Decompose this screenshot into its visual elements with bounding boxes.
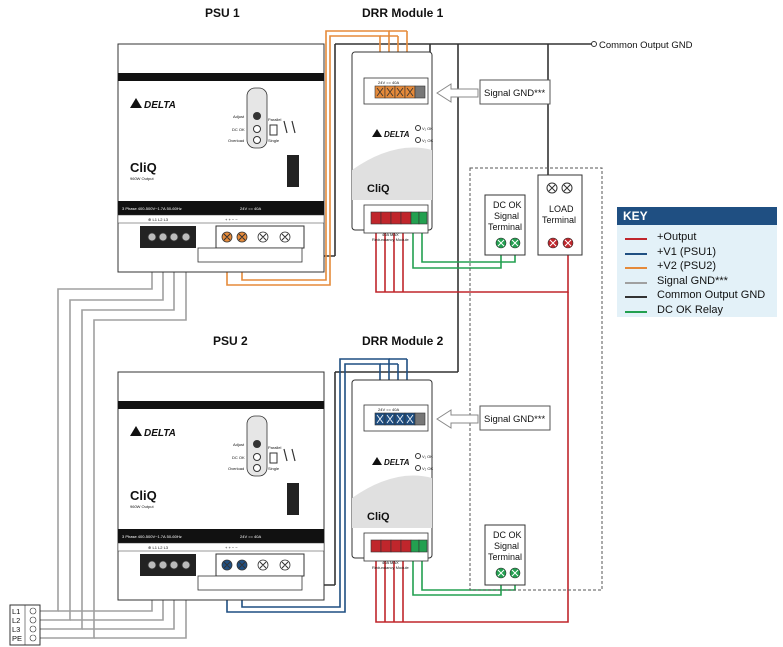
- svg-text:⊕ L1 L2 L3: ⊕ L1 L2 L3: [148, 217, 169, 222]
- dcok-terminal-2: DC OK Signal Terminal: [484, 524, 526, 586]
- psu2-title: PSU 2: [213, 334, 248, 348]
- mains-pe: PE: [12, 634, 22, 643]
- svg-text:Adjust: Adjust: [233, 114, 245, 119]
- psu2-brand: DELTA: [144, 428, 176, 439]
- svg-text:960W Output: 960W Output: [130, 504, 154, 509]
- svg-text:CliQ: CliQ: [367, 183, 390, 195]
- signal-gnd-callout-1: Signal GND***: [436, 79, 551, 105]
- psu1-clix: CliQ: [130, 160, 157, 175]
- svg-text:Signal GND***: Signal GND***: [484, 414, 546, 425]
- svg-text:3 Phase 400-500V~1.7A 50-60Hz: 3 Phase 400-500V~1.7A 50-60Hz: [122, 534, 182, 539]
- svg-text:960W Output: 960W Output: [130, 176, 154, 181]
- svg-text:24V == 40A: 24V == 40A: [240, 534, 261, 539]
- svg-text:LOAD: LOAD: [549, 204, 574, 214]
- mains-input: L1 L2 L3 PE: [9, 604, 41, 646]
- svg-text:+ + − −: + + − −: [225, 217, 238, 222]
- mains-l2: L2: [12, 616, 20, 625]
- psu2-unit: DELTA Adjust DC OK Overload Parallel Sin…: [117, 371, 325, 601]
- common-gnd-label: Common Output GND: [599, 40, 693, 51]
- psu2-parallel-switch[interactable]: [269, 452, 278, 464]
- signal-gnd-callout-2: Signal GND***: [436, 405, 551, 431]
- svg-text:Signal GND***: Signal GND***: [484, 88, 546, 99]
- psu1-l1-terminal[interactable]: [158, 232, 168, 242]
- svg-text:Single: Single: [268, 466, 280, 471]
- svg-text:40A MAX: 40A MAX: [382, 232, 399, 237]
- svg-text:Redundancy Module: Redundancy Module: [372, 565, 409, 570]
- svg-text:V₁ OK: V₁ OK: [422, 454, 433, 459]
- key-item-v1: +V1 (PSU1): [617, 246, 777, 261]
- svg-text:3 Phase 400-500V~1.7A 50-60Hz: 3 Phase 400-500V~1.7A 50-60Hz: [122, 206, 182, 211]
- key-item-signal-gnd: Signal GND***: [617, 275, 777, 290]
- svg-text:V₁ OK: V₁ OK: [422, 126, 433, 131]
- svg-text:Terminal: Terminal: [542, 215, 576, 225]
- key-item-common-gnd: Common Output GND: [617, 289, 777, 304]
- svg-text:Parallel: Parallel: [268, 117, 281, 122]
- svg-text:40A MAX: 40A MAX: [382, 560, 399, 565]
- svg-text:CliQ: CliQ: [367, 511, 390, 523]
- svg-text:24V == 40A: 24V == 40A: [378, 407, 399, 412]
- key-legend: KEY +Output +V1 (PSU1) +V2 (PSU2) Signal…: [617, 207, 777, 317]
- common-gnd-terminal: [591, 41, 597, 47]
- drr1-title: DRR Module 1: [362, 6, 444, 20]
- drr2-unit: 24V == 40A DELTA V₁ OK V₂ OK CliQ 40A MA…: [351, 379, 433, 570]
- psu2-pe-terminal[interactable]: [147, 560, 157, 570]
- common-gnd-wires: [300, 43, 592, 586]
- svg-text:V₂ OK: V₂ OK: [422, 138, 433, 143]
- svg-text:⊕ L1 L2 L3: ⊕ L1 L2 L3: [148, 545, 169, 550]
- psu1-l3-terminal[interactable]: [181, 232, 191, 242]
- psu1-title: PSU 1: [205, 6, 240, 20]
- dcok-wires: [412, 232, 516, 596]
- key-item-output: +Output: [617, 231, 777, 246]
- svg-text:DELTA: DELTA: [384, 130, 410, 139]
- svg-text:DC OK: DC OK: [232, 127, 245, 132]
- svg-text:24V == 40A: 24V == 40A: [240, 206, 261, 211]
- svg-text:DC OK: DC OK: [493, 530, 522, 540]
- svg-text:Signal: Signal: [494, 211, 519, 221]
- svg-text:Parallel: Parallel: [268, 445, 281, 450]
- svg-text:24V == 40A: 24V == 40A: [378, 80, 399, 85]
- svg-text:+ + − −: + + − −: [225, 545, 238, 550]
- svg-text:DELTA: DELTA: [384, 458, 410, 467]
- psu2-l3-terminal[interactable]: [181, 560, 191, 570]
- psu1-l2-terminal[interactable]: [169, 232, 179, 242]
- drr2-title: DRR Module 2: [362, 334, 444, 348]
- svg-text:V₂ OK: V₂ OK: [422, 466, 433, 471]
- psu2-l1-terminal[interactable]: [158, 560, 168, 570]
- psu1-unit: DELTA Adjust DC OK Overload Parallel Sin…: [117, 43, 325, 273]
- psu2-clix: CliQ: [130, 488, 157, 503]
- svg-text:DC OK: DC OK: [232, 455, 245, 460]
- svg-text:Overload: Overload: [228, 138, 244, 143]
- load-enclosure: [469, 167, 603, 591]
- svg-text:Adjust: Adjust: [233, 442, 245, 447]
- key-item-v2: +V2 (PSU2): [617, 260, 777, 275]
- svg-text:Redundancy Module: Redundancy Module: [372, 237, 409, 242]
- psu2-adjust-knob[interactable]: [253, 440, 261, 448]
- dcok-terminal-1: DC OK Signal Terminal: [484, 194, 526, 256]
- mains-l3: L3: [12, 625, 20, 634]
- mains-l1: L1: [12, 607, 20, 616]
- psu2-l2-terminal[interactable]: [169, 560, 179, 570]
- svg-text:Overload: Overload: [228, 466, 244, 471]
- load-terminal: LOAD Terminal: [537, 174, 583, 256]
- psu1-pe-terminal[interactable]: [147, 232, 157, 242]
- drr1-unit: 24V == 40A DELTA V₁ OK V₂ OK CliQ 40A MA…: [351, 51, 433, 242]
- svg-text:DC OK: DC OK: [493, 200, 522, 210]
- psu1-brand: DELTA: [144, 100, 176, 111]
- svg-text:Terminal: Terminal: [488, 222, 522, 232]
- output-wires: [375, 232, 569, 623]
- svg-text:Signal: Signal: [494, 541, 519, 551]
- psu1-adjust-knob[interactable]: [253, 112, 261, 120]
- svg-text:Terminal: Terminal: [488, 552, 522, 562]
- key-title: KEY: [617, 207, 777, 225]
- svg-text:Single: Single: [268, 138, 280, 143]
- key-item-dcok: DC OK Relay: [617, 304, 777, 319]
- psu1-parallel-switch[interactable]: [269, 124, 278, 136]
